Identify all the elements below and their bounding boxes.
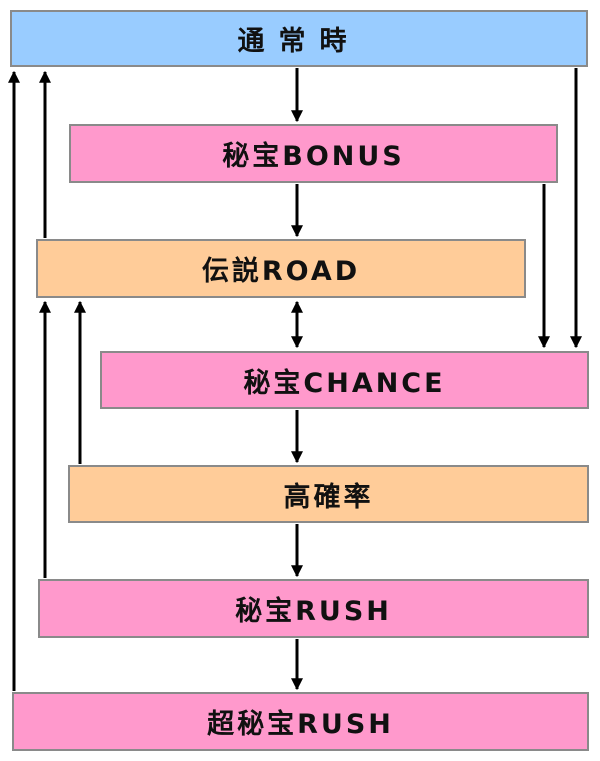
node-super: 超秘宝RUSH bbox=[12, 692, 589, 751]
node-bonus: 秘宝BONUS bbox=[69, 124, 558, 183]
node-highprob: 高確率 bbox=[68, 465, 589, 523]
node-rush: 秘宝RUSH bbox=[38, 579, 589, 638]
node-chance: 秘宝CHANCE bbox=[100, 351, 589, 409]
node-normal: 通常時 bbox=[10, 10, 588, 67]
node-road: 伝説ROAD bbox=[36, 239, 526, 298]
